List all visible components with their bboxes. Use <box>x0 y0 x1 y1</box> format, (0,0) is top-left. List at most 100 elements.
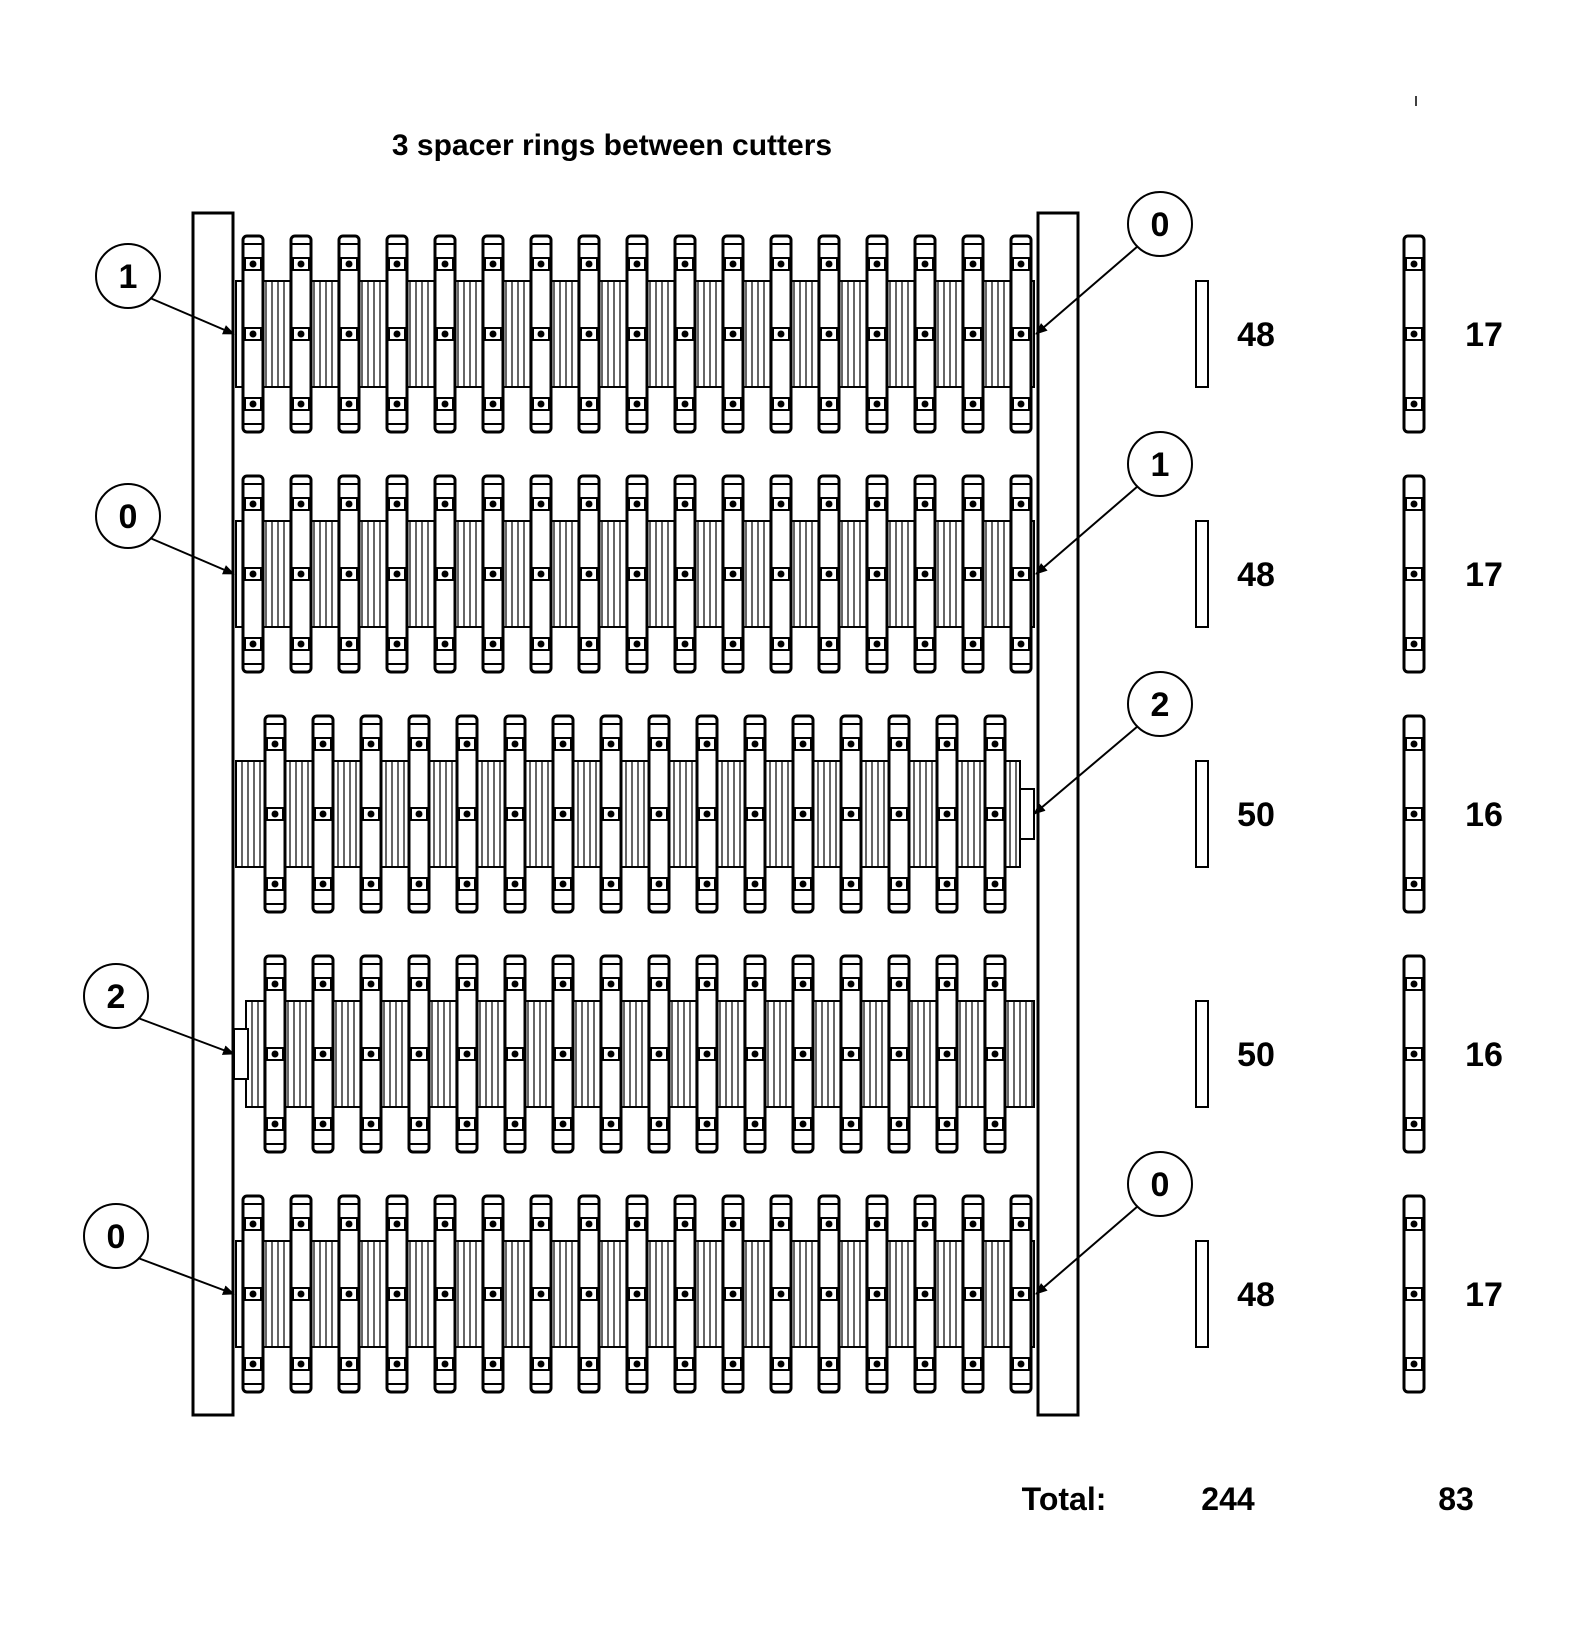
bolt <box>489 640 497 648</box>
bolt <box>703 880 711 888</box>
cutter <box>887 954 911 1154</box>
bolt <box>345 400 353 408</box>
cutter-symbol-bolt-dot <box>1410 500 1418 508</box>
bolt <box>319 1050 327 1058</box>
bolt <box>847 880 855 888</box>
bolt <box>441 500 449 508</box>
bolt <box>895 810 903 818</box>
bolt <box>729 400 737 408</box>
bolt <box>921 330 929 338</box>
left-callout-arrow <box>149 297 235 335</box>
right-callout-bubble <box>1127 1151 1193 1217</box>
bolt <box>415 740 423 748</box>
cutter <box>455 714 479 914</box>
bolt <box>511 980 519 988</box>
bolt <box>729 500 737 508</box>
bolt <box>969 330 977 338</box>
cutter <box>263 714 287 914</box>
bolt <box>489 500 497 508</box>
bolt <box>415 980 423 988</box>
cutter-symbol-bolt-dot <box>1410 740 1418 748</box>
cutter <box>433 234 457 434</box>
bolt <box>1017 330 1025 338</box>
bolt <box>463 1120 471 1128</box>
cutter <box>647 714 671 914</box>
cutter <box>935 954 959 1154</box>
cutter <box>769 1194 793 1394</box>
cutter <box>529 1194 553 1394</box>
bolt <box>489 1220 497 1228</box>
bolt <box>633 1220 641 1228</box>
cutter <box>721 474 745 674</box>
left-callout-label: 2 <box>107 978 126 1016</box>
cutter <box>481 1194 505 1394</box>
bolt <box>777 570 785 578</box>
bolt <box>729 570 737 578</box>
cutter <box>721 1194 745 1394</box>
bolt <box>537 260 545 268</box>
bolt <box>271 1120 279 1128</box>
bolt <box>847 1120 855 1128</box>
bolt <box>921 260 929 268</box>
bolt <box>633 1360 641 1368</box>
bolt <box>441 330 449 338</box>
bolt <box>655 810 663 818</box>
bolt <box>943 980 951 988</box>
bolt <box>489 260 497 268</box>
bolt <box>393 570 401 578</box>
bolt <box>249 1290 257 1298</box>
bolt <box>249 570 257 578</box>
cutter <box>577 474 601 674</box>
right-callout-label: 1 <box>1151 446 1170 484</box>
bolt <box>415 1120 423 1128</box>
cutter-symbol-bolt-dot <box>1410 810 1418 818</box>
cutter-symbol-bolt-dot <box>1410 330 1418 338</box>
bolt <box>1017 500 1025 508</box>
bolt <box>633 640 641 648</box>
cutter-symbol-bolt-dot <box>1410 980 1418 988</box>
cutter-symbol-bolt-dot <box>1410 1050 1418 1058</box>
right-callout-label: 0 <box>1151 206 1170 244</box>
bolt <box>703 1050 711 1058</box>
bolt <box>751 980 759 988</box>
bolt <box>607 1050 615 1058</box>
right-callout-arrow <box>1033 725 1139 815</box>
cutter <box>743 954 767 1154</box>
bolt <box>441 400 449 408</box>
bolt <box>847 810 855 818</box>
cutter <box>241 234 265 434</box>
bolt <box>393 640 401 648</box>
bolt <box>441 1220 449 1228</box>
right-callout-bubble <box>1127 431 1193 497</box>
bolt <box>751 740 759 748</box>
cutter <box>673 1194 697 1394</box>
cutter <box>599 714 623 914</box>
right-side-plate <box>1036 211 1080 1417</box>
cutter-total: 83 <box>1438 1481 1474 1517</box>
cutter <box>695 714 719 914</box>
bolt <box>799 810 807 818</box>
bolt <box>895 740 903 748</box>
spacer-symbol <box>1195 520 1209 628</box>
bolt <box>441 640 449 648</box>
right-callout-label: 0 <box>1151 1166 1170 1204</box>
bolt <box>489 1360 497 1368</box>
right-callout-arrow <box>1035 485 1139 575</box>
cutter <box>263 954 287 1154</box>
cutter-symbol-bolt-dot <box>1410 1220 1418 1228</box>
bolt <box>969 640 977 648</box>
cutter <box>551 954 575 1154</box>
left-callout-arrow <box>137 1257 235 1295</box>
cutter <box>1009 474 1033 674</box>
cutter-symbol-bolt-dot <box>1410 880 1418 888</box>
diagram-title: 3 spacer rings between cutters <box>392 129 832 162</box>
left-callout-bubble <box>95 483 161 549</box>
bolt <box>681 500 689 508</box>
cutter <box>865 234 889 434</box>
cutter <box>503 714 527 914</box>
bolt <box>777 640 785 648</box>
bolt <box>825 1220 833 1228</box>
